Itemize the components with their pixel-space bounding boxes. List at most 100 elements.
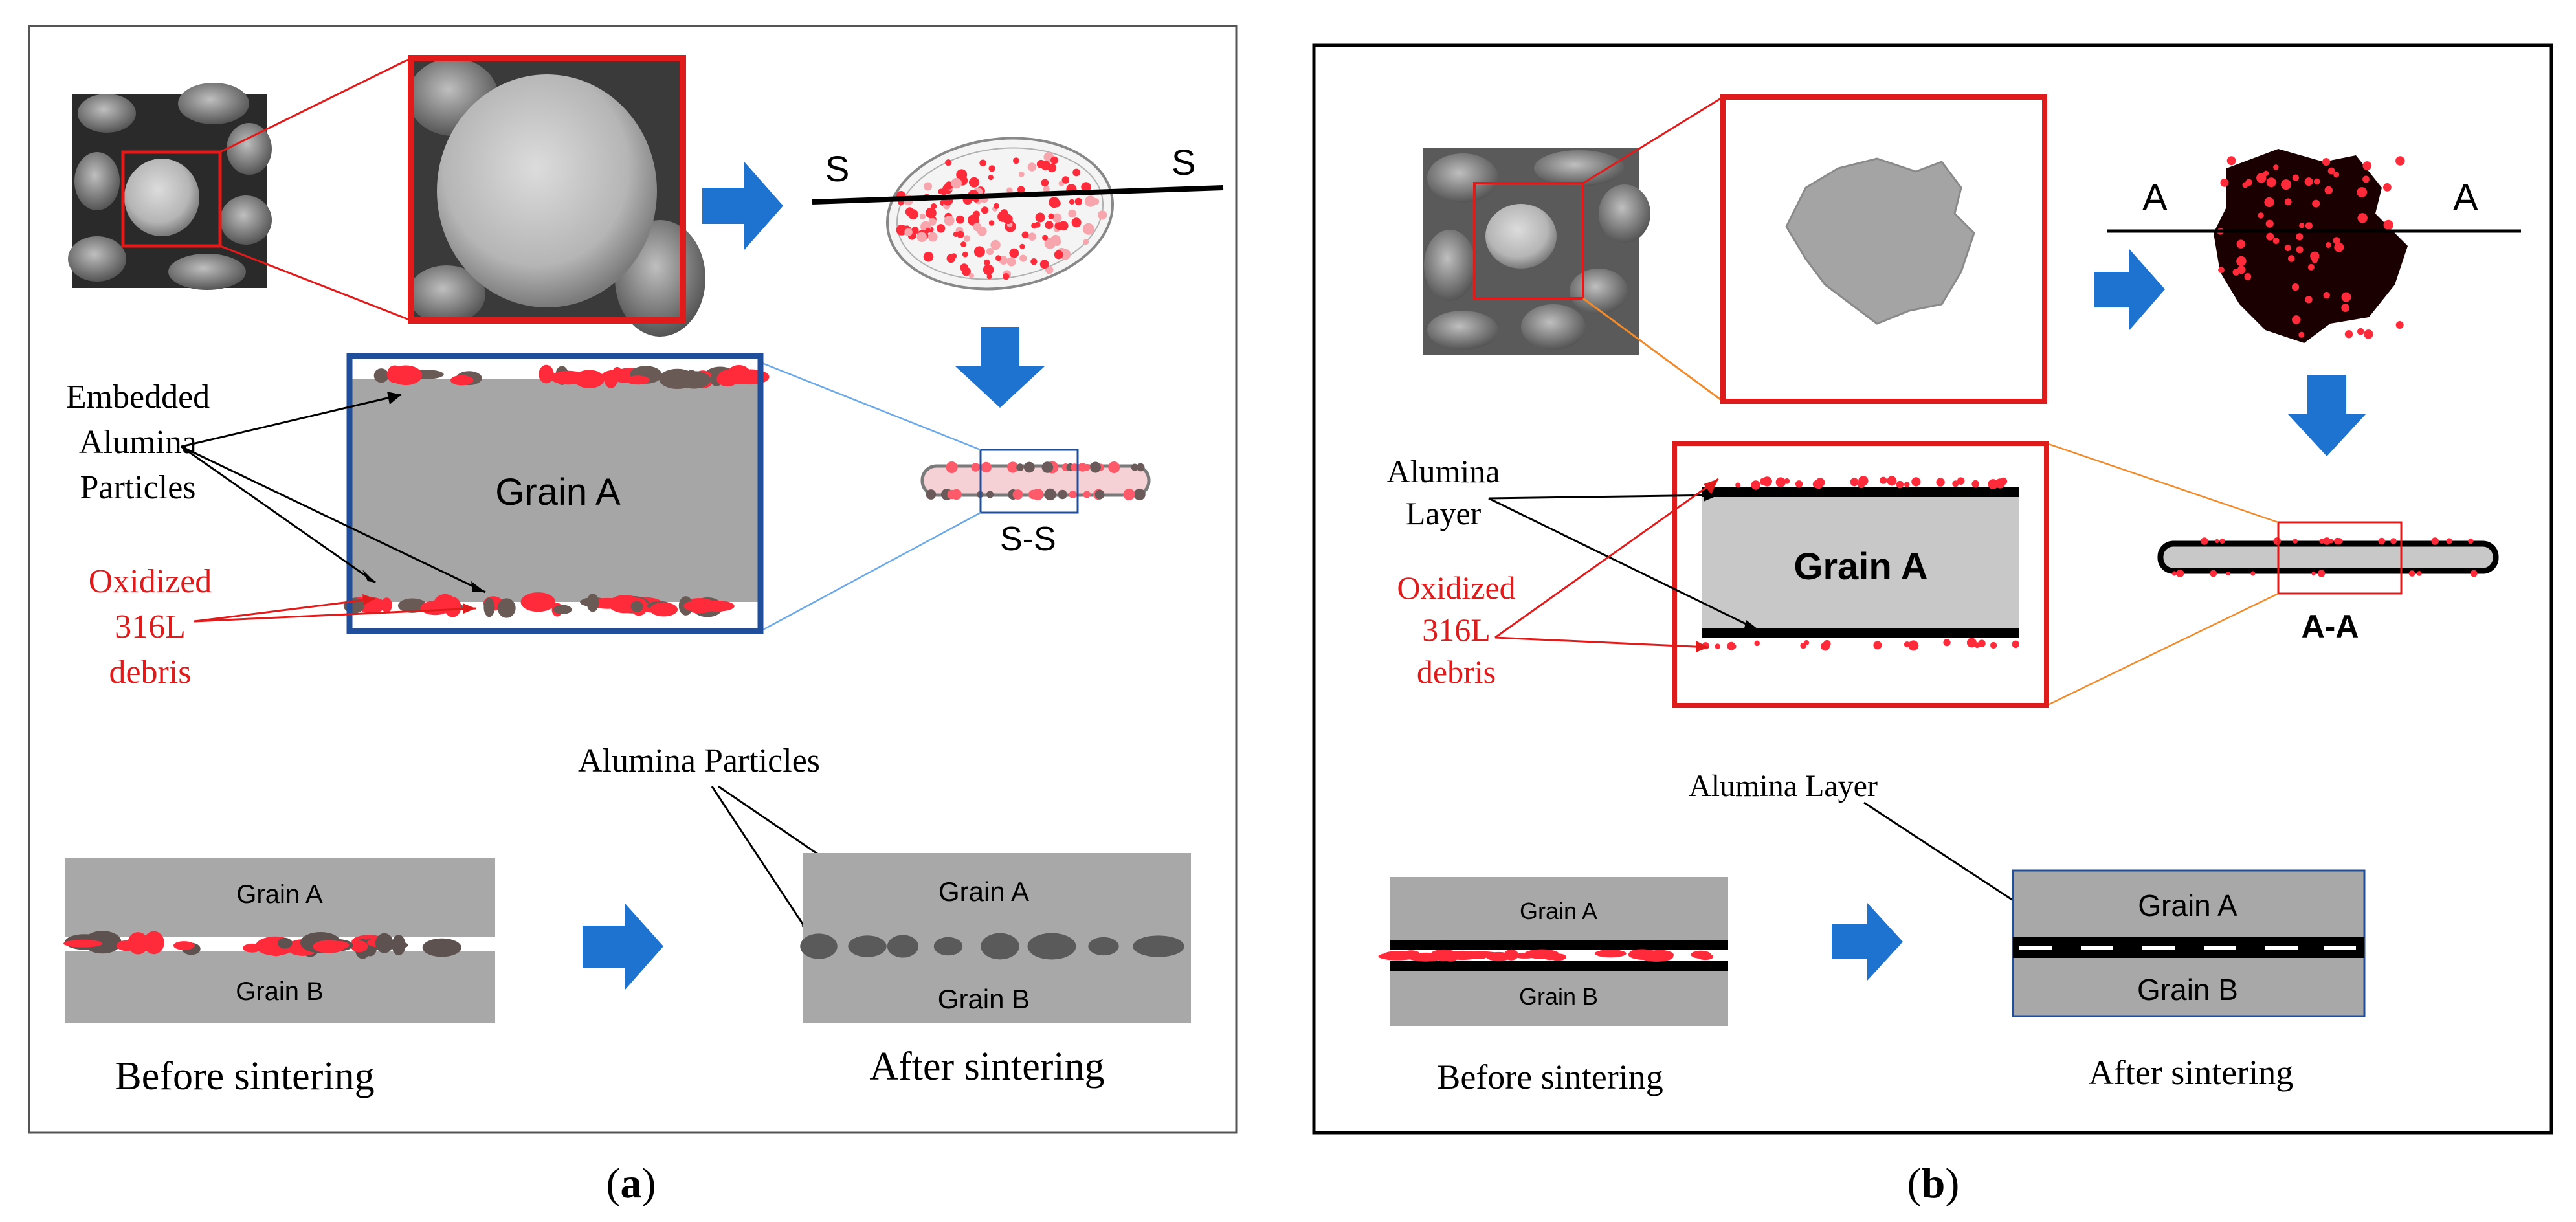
debris-dot bbox=[1990, 641, 1997, 649]
debris-blob bbox=[574, 370, 605, 388]
debris-dot bbox=[1023, 461, 1035, 473]
debris-blob bbox=[539, 364, 554, 384]
debris-dot bbox=[2226, 156, 2236, 166]
panel-b-zoomed-particle bbox=[1720, 94, 2047, 404]
debris-dot bbox=[2327, 167, 2335, 175]
debris-dot bbox=[1017, 186, 1025, 194]
debris-dot bbox=[2291, 283, 2300, 291]
debris-dot bbox=[2325, 539, 2330, 544]
debris-dot bbox=[960, 263, 968, 272]
debris-blob bbox=[422, 938, 461, 957]
caption-b: (b) bbox=[1907, 1160, 1960, 1207]
debris-dot bbox=[2172, 571, 2177, 576]
alumina-particle bbox=[1027, 933, 1076, 960]
debris-dot bbox=[1085, 195, 1096, 207]
debris-dot bbox=[2236, 239, 2245, 249]
debris-dot bbox=[1896, 480, 1904, 489]
debris-dot bbox=[969, 177, 979, 188]
debris-dot bbox=[1030, 258, 1038, 265]
debris-dot bbox=[1034, 221, 1041, 228]
after-grain-b: Grain B bbox=[938, 984, 1030, 1014]
debris-dot bbox=[937, 224, 946, 233]
debris-dot bbox=[919, 213, 926, 220]
debris-dot bbox=[1850, 478, 1859, 487]
debris-dot bbox=[2313, 178, 2320, 185]
debris-dot bbox=[973, 246, 985, 258]
debris-dot bbox=[926, 207, 937, 219]
debris-dot bbox=[2266, 177, 2276, 188]
debris-blob bbox=[483, 597, 495, 617]
debris-dot bbox=[1735, 482, 1741, 488]
debris-dot bbox=[2344, 330, 2353, 339]
debris-dot bbox=[1966, 638, 1977, 648]
panel-a-section-view: S-S bbox=[920, 449, 1151, 558]
debris-dot bbox=[2236, 256, 2247, 267]
debris-blob bbox=[1641, 952, 1667, 961]
debris-dot bbox=[2305, 296, 2313, 304]
debris-dot bbox=[2292, 174, 2299, 181]
svg-text:316L: 316L bbox=[1422, 612, 1491, 648]
debris-dot bbox=[2245, 179, 2252, 186]
debris-dot bbox=[1061, 176, 1070, 184]
after-sintering-label: After sintering bbox=[2089, 1053, 2293, 1092]
debris-dot bbox=[986, 274, 992, 280]
panel-a-before-block: Grain A Grain B bbox=[63, 858, 495, 1023]
debris-dot bbox=[945, 181, 953, 190]
embedded-alumina-label: Embedded Alumina Particles bbox=[66, 379, 486, 594]
arrow-right-icon bbox=[702, 162, 783, 250]
debris-dot bbox=[1072, 168, 1080, 177]
debris-blob bbox=[718, 368, 749, 384]
debris-dot bbox=[1887, 476, 1897, 486]
debris-dot bbox=[2263, 170, 2269, 176]
debris-dot bbox=[2250, 571, 2256, 576]
debris-dot bbox=[963, 235, 971, 242]
debris-dot bbox=[1880, 476, 1887, 484]
debris-dot bbox=[927, 232, 938, 242]
debris-dot bbox=[993, 203, 1000, 209]
debris-dot bbox=[1759, 478, 1768, 485]
debris-dot bbox=[2266, 232, 2274, 241]
panel-b-section-view: A-A bbox=[2157, 521, 2499, 645]
debris-dot bbox=[1936, 478, 1945, 487]
panel-a: S S S-S Grain A Embedded Alumina Partic bbox=[28, 25, 1238, 1207]
debris-dot bbox=[2311, 571, 2316, 576]
debris-dot bbox=[984, 259, 990, 266]
debris-dot bbox=[1012, 489, 1023, 500]
debris-blob bbox=[420, 601, 450, 616]
debris-dot bbox=[2357, 187, 2368, 197]
debris-dot bbox=[983, 264, 994, 276]
debris-dot bbox=[2299, 223, 2305, 228]
debris-blob bbox=[685, 370, 697, 383]
caption-a: (a) bbox=[606, 1160, 656, 1207]
debris-dot bbox=[957, 230, 964, 238]
debris-dot bbox=[2312, 199, 2320, 208]
debris-dot bbox=[2338, 539, 2343, 544]
debris-blob bbox=[375, 933, 394, 953]
debris-dot bbox=[1050, 234, 1061, 245]
debris-dot bbox=[925, 227, 931, 233]
debris-dot bbox=[1027, 162, 1037, 172]
interface-grain-label: Grain A bbox=[495, 471, 621, 513]
arrow-right-icon bbox=[2094, 249, 2165, 330]
svg-text:Particles: Particles bbox=[80, 469, 195, 506]
debris-dot bbox=[2264, 197, 2274, 208]
debris-dot bbox=[1751, 480, 1760, 490]
alumina-particle bbox=[981, 933, 1019, 960]
debris-blob bbox=[586, 594, 599, 612]
particle-debris-dots bbox=[896, 151, 1107, 280]
debris-blob bbox=[173, 941, 195, 950]
debris-dot bbox=[1071, 217, 1082, 228]
debris-blob bbox=[1628, 949, 1648, 959]
debris-blob bbox=[1383, 951, 1410, 959]
debris-dot bbox=[1858, 481, 1865, 489]
debris-dot bbox=[977, 226, 987, 236]
debris-blob bbox=[117, 940, 137, 951]
debris-dot bbox=[1131, 463, 1138, 471]
debris-dot bbox=[1003, 214, 1013, 225]
debris-dot bbox=[2256, 173, 2267, 183]
debris-blob bbox=[397, 598, 427, 613]
debris-blob bbox=[277, 937, 293, 949]
debris-dot bbox=[2215, 539, 2219, 544]
svg-text:Alumina: Alumina bbox=[79, 424, 197, 461]
debris-dot bbox=[1044, 488, 1056, 501]
